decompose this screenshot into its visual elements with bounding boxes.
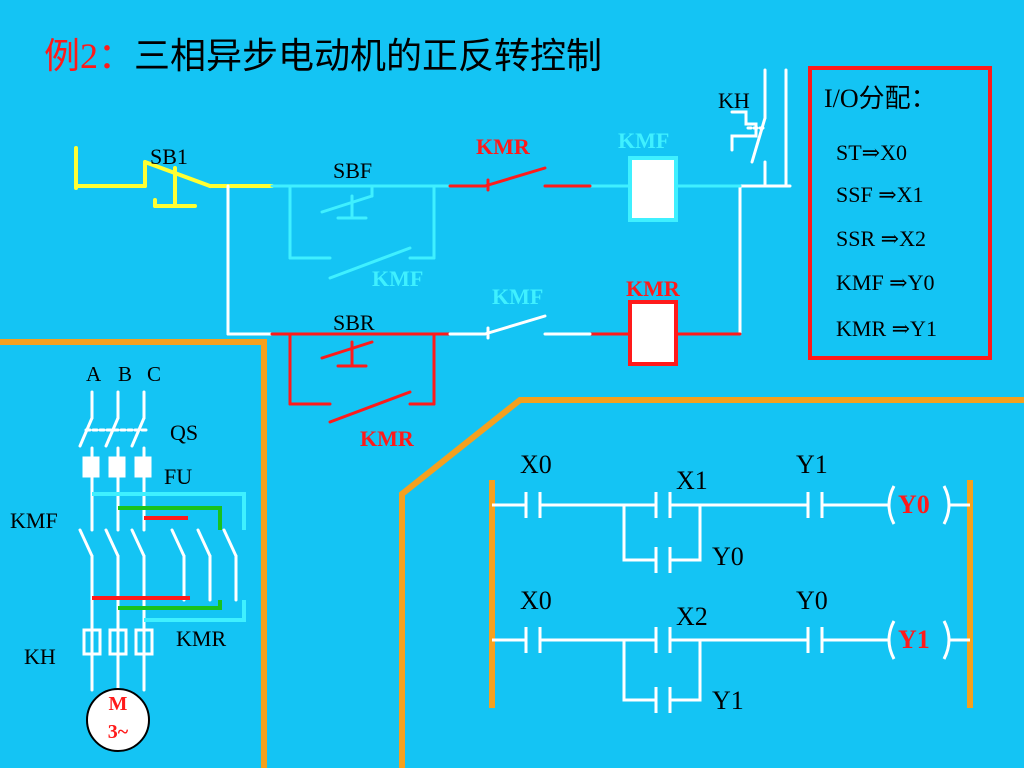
sb1-label: SB1 [150, 144, 188, 169]
page-title: 例2：三相异步电动机的正反转控制 [44, 38, 602, 74]
qs-label: QS [170, 420, 199, 445]
sbr-reverse-start [270, 332, 742, 424]
rung2-contact-x0: X0 [520, 586, 552, 615]
rung1-contact-x0: X0 [520, 450, 552, 479]
power-panel-border [0, 339, 267, 768]
ladder-panel-border [399, 397, 1024, 768]
kmr-hold-label: KMR [360, 426, 414, 451]
io-item-st: ST⇒X0 [836, 140, 907, 165]
motor-label-line1: M [108, 693, 128, 715]
motor-symbol: M 3~ [86, 688, 150, 752]
control-circuit [74, 68, 792, 424]
rung1-hold-y0: Y0 [712, 542, 744, 571]
kmr-interlock-contact [448, 166, 592, 192]
kmf-coil [628, 156, 678, 222]
phase-b-label: B [118, 362, 133, 386]
sbf-label: SBF [333, 158, 373, 183]
kmf-interlock-label: KMF [492, 284, 544, 309]
phase-a-label: A [86, 362, 102, 386]
panel-borders [0, 339, 1024, 768]
power-kh-label: KH [24, 644, 56, 669]
rung2-contact-x2: X2 [676, 602, 708, 631]
kmf-coil-label: KMF [618, 128, 670, 153]
rung2-contact-y0: Y0 [796, 586, 828, 615]
example-label: 例2： [44, 36, 135, 76]
sbr-label: SBR [333, 310, 375, 335]
power-kmf-label: KMF [10, 508, 58, 533]
fu-label: FU [164, 464, 193, 489]
rung1-contact-y1: Y1 [796, 450, 828, 479]
io-item-ssf: SSF ⇒X1 [836, 182, 924, 207]
io-item-kmf: KMF ⇒Y0 [836, 270, 935, 295]
io-item-ssr: SSR ⇒X2 [836, 226, 926, 251]
io-title: I/O分配： [824, 84, 937, 113]
kmf-hold-label: KMF [372, 266, 424, 291]
phase-c-label: C [147, 362, 162, 386]
kh-overload-contact [730, 68, 768, 188]
rung2-hold-y1: Y1 [712, 686, 744, 715]
sb1-stop-button [74, 146, 274, 208]
rung1-contact-x1: X1 [676, 466, 708, 495]
rung1-coil-y0: Y0 [898, 490, 930, 519]
power-circuit [78, 390, 238, 692]
kmr-coil [628, 300, 678, 366]
title-text: 三相异步电动机的正反转控制 [134, 36, 603, 76]
kmr-contact-label: KMR [476, 134, 530, 159]
rung2-coil-y1: Y1 [898, 625, 930, 654]
io-item-kmr: KMR ⇒Y1 [836, 316, 937, 341]
kh-contact-label: KH [718, 88, 750, 113]
ladder-diagram [489, 480, 973, 713]
power-colored-links [92, 492, 246, 622]
sbf-forward-start [270, 184, 742, 280]
motor-label-line2: 3~ [107, 721, 129, 743]
power-kmr-label: KMR [176, 626, 227, 651]
kmf-interlock-contact [448, 314, 592, 340]
kmr-coil-label: KMR [626, 276, 680, 301]
io-box [808, 66, 992, 360]
